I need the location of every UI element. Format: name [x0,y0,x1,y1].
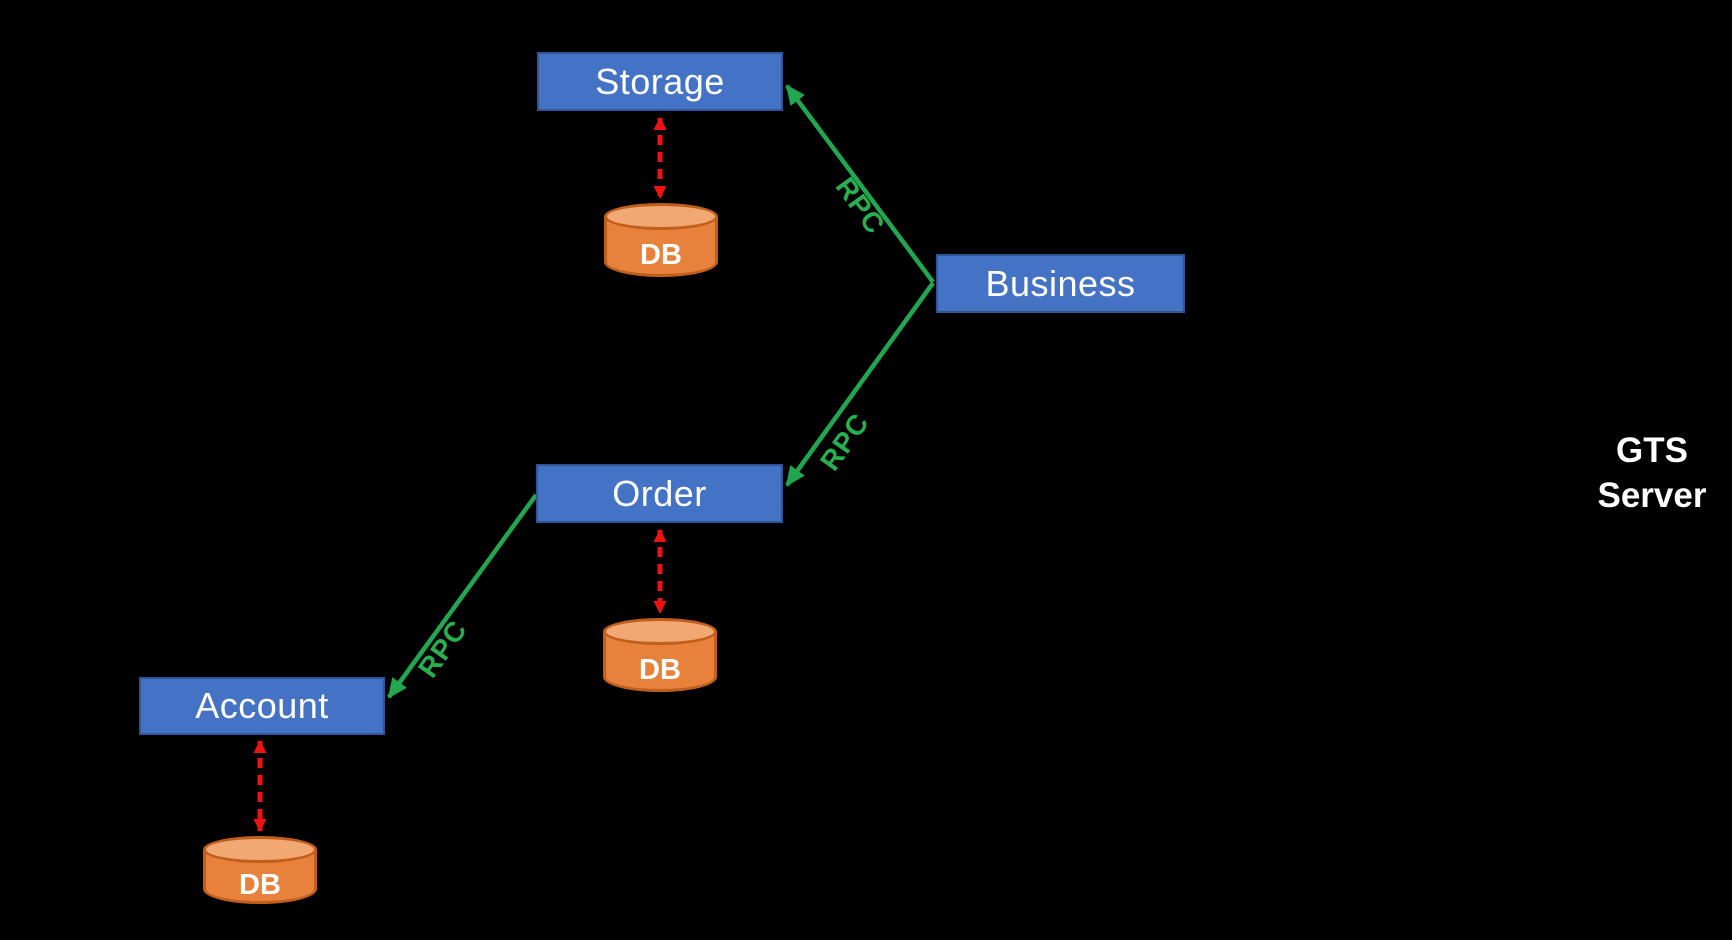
node-business: Business [936,254,1185,313]
node-order-label: Order [612,472,707,514]
db-cylinder-top [603,618,717,645]
node-account-label: Account [195,685,329,726]
node-storage: Storage [537,52,783,111]
node-business-label: Business [985,262,1136,304]
rpc-connector-order-account [387,493,538,699]
db-cylinder-order: DB [603,618,717,692]
gts-server-line2: Server [1597,476,1707,515]
db-label: DB [239,868,281,901]
gts-server-line1: GTS [1616,431,1688,470]
db-cylinder-storage: DB [604,203,718,277]
node-storage-label: Storage [595,60,725,102]
node-account: Account [139,677,385,735]
db-cylinder-top [604,203,718,230]
node-order: Order [536,464,783,523]
db-label: DB [640,238,682,271]
gts-server-label: GTS Server [1552,428,1732,518]
rpc-connector-business-order [785,281,935,487]
db-label: DB [639,653,681,686]
db-cylinder-account: DB [203,836,317,904]
rpc-connector-business-storage [785,84,935,284]
db-cylinder-top [203,836,317,863]
